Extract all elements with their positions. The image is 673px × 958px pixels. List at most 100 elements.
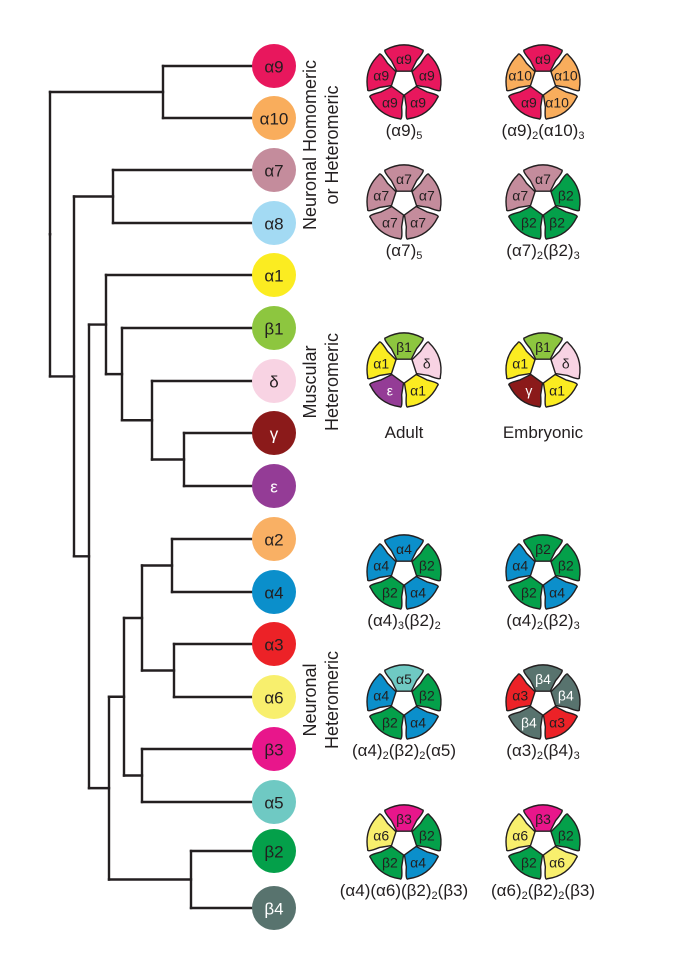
pentamer-subunit-a7 (505, 173, 536, 212)
pentamer-subunit-a9 (384, 44, 424, 72)
leaf-circle (252, 201, 296, 245)
group-label-line: Heteromeric (322, 333, 342, 431)
pentamer-subunit-label: β2 (535, 541, 551, 557)
pentamer-subunit-label: β2 (549, 214, 565, 230)
pentamer-subunit-label: δ (562, 356, 570, 372)
pentamer-subunit-a7 (366, 173, 397, 212)
caption-text: (α4) (506, 611, 537, 630)
leaf-label: γ (270, 425, 279, 444)
caption-stoichiometry: 2 (558, 890, 564, 902)
pentamer-subunit-label: α4 (373, 558, 389, 574)
caption-text: (β2) (528, 881, 559, 900)
caption-text: (β2) (543, 241, 574, 260)
pentamer-subunit-label: α4 (512, 558, 528, 574)
pentamer-subunit-label: α10 (545, 94, 569, 110)
pentamer-subunit-label: α6 (373, 828, 389, 844)
pentamer-subunit-d (411, 341, 442, 380)
leaf-circle (252, 675, 296, 719)
caption-text: Adult (385, 423, 424, 442)
receptor-caption: (α4)2(β2)3 (506, 611, 579, 632)
pentamer-subunit-a3 (542, 705, 578, 740)
pentamer-subunit-a5 (384, 664, 424, 692)
pentamer-subunit-label: β1 (396, 339, 412, 355)
caption-text: Embryonic (503, 423, 584, 442)
pentamer-subunit-label: α9 (373, 68, 389, 84)
pentamer-subunit-label: α4 (410, 854, 426, 870)
pentamer-subunit-label: α4 (396, 541, 412, 557)
pentamer-subunit-a10 (505, 53, 536, 92)
group-label-line: Neuronal (300, 663, 320, 736)
pentamer-subunit-b2 (550, 813, 581, 852)
leaf-node-b2: β2 (252, 829, 296, 873)
pentamer-subunit-label: α7 (373, 188, 389, 204)
leaf-circle (252, 44, 296, 88)
pentamer-subunit-label: α7 (419, 188, 435, 204)
leaf-label: δ (269, 373, 278, 392)
pentamer-subunit-label: α9 (419, 68, 435, 84)
leaf-node-b1: β1 (252, 306, 296, 350)
pentamer-subunit-label: β3 (396, 811, 412, 827)
pentamer-subunit-label: α3 (549, 714, 565, 730)
leaf-label: α5 (264, 794, 283, 813)
caption-text: (α5) (425, 741, 456, 760)
caption-stoichiometry: 2 (522, 890, 528, 902)
pentamer-subunit-a4 (403, 845, 439, 880)
pentamer-subunit-a6 (505, 813, 536, 852)
receptor-caption: (α7)2(β2)3 (506, 241, 579, 262)
leaf-node-a5: α5 (252, 780, 296, 824)
pentamer-subunit-a4 (366, 543, 397, 582)
caption-stoichiometry: 2 (537, 750, 543, 762)
caption-text: (β2) (543, 611, 574, 630)
pentamer-subunit-label: β2 (521, 854, 537, 870)
leaf-label: β4 (264, 900, 283, 919)
pentamer-subunit-b2 (508, 205, 544, 240)
caption-text: (α3) (506, 741, 537, 760)
pentamer-subunit-label: α7 (410, 214, 426, 230)
leaf-circle (252, 464, 296, 508)
pentamer-subunit-label: β1 (535, 339, 551, 355)
caption-stoichiometry: 2 (435, 620, 441, 632)
pentamer-subunit-label: α10 (554, 68, 578, 84)
pentamer-subunit-a10 (550, 53, 581, 92)
pentamer-subunit-label: α6 (549, 854, 565, 870)
receptor-caption: (α6)2(β2)2(β3) (491, 881, 595, 902)
pentamer-subunit-label: α4 (410, 714, 426, 730)
caption-text: (β2) (404, 611, 435, 630)
leaf-node-a10: α10 (252, 96, 296, 140)
pentamer-subunit-label: ε (387, 382, 393, 398)
receptor-caption: Adult (385, 423, 424, 442)
leaf-circle (252, 411, 296, 455)
pentamer-subunit-b2 (550, 543, 581, 582)
leaf-node-a4: α4 (252, 570, 296, 614)
caption-stoichiometry: 5 (416, 130, 422, 142)
pentamer-subunit-label: α1 (549, 382, 565, 398)
leaf-circle (252, 253, 296, 297)
receptor-caption: (α4)2(β2)2(α5) (352, 741, 456, 762)
leaf-node-a9: α9 (252, 44, 296, 88)
receptor-caption: (α9)5 (386, 121, 423, 142)
pentamer-subunit-a9 (523, 44, 563, 72)
pentamer-subunit-label: α9 (535, 51, 551, 67)
pentamer-subunit-a9 (366, 53, 397, 92)
pentamer-subunit-a7 (403, 205, 439, 240)
leaf-label: ε (270, 478, 278, 497)
caption-text: (β4) (543, 741, 574, 760)
group-label-line: Neuronal Homomeric (300, 60, 320, 230)
pentamer-subunit-label: δ (423, 356, 431, 372)
pentamer-subunit-b2 (411, 673, 442, 712)
pentamer-subunit-label: α7 (512, 188, 528, 204)
pentamer-subunit-label: β2 (521, 214, 537, 230)
pentamer-subunit-label: α9 (396, 51, 412, 67)
caption-stoichiometry: 2 (532, 130, 538, 142)
pentamer-subunit-a1 (542, 373, 578, 408)
pentamer-subunit-a9 (411, 53, 442, 92)
pentamer-subunit-label: β2 (419, 558, 435, 574)
leaf-label: α3 (264, 636, 283, 655)
leaf-circle (252, 306, 296, 350)
leaf-node-b4: β4 (252, 886, 296, 930)
caption-text: (α7) (386, 241, 417, 260)
